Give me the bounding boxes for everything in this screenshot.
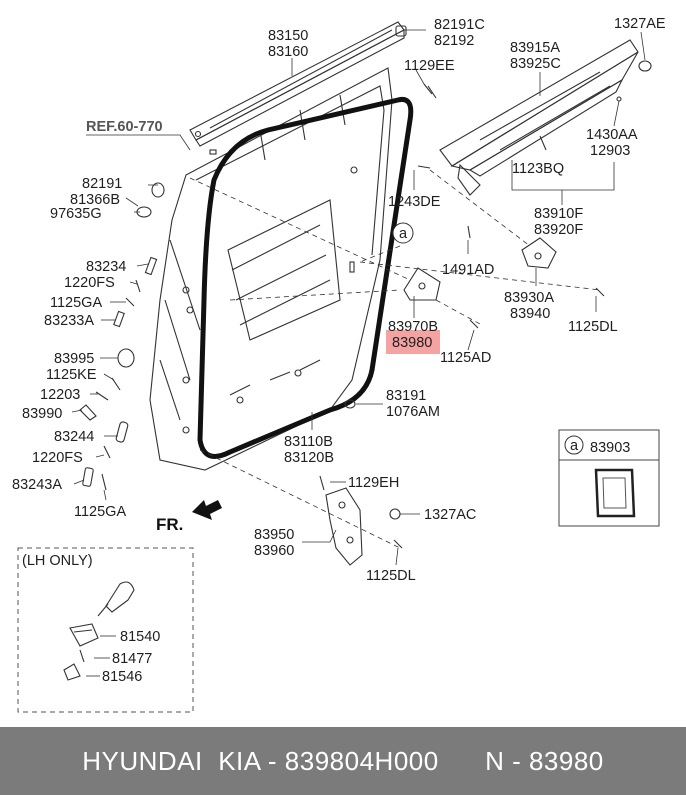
label-83960: 83960 [254, 543, 294, 559]
label-83903: 83903 [590, 440, 630, 456]
label-83990: 83990 [22, 406, 62, 422]
label-83920f: 83920F [534, 222, 583, 238]
hardware-group [79, 25, 605, 549]
label-83950: 83950 [254, 527, 294, 543]
door-panel [149, 67, 393, 471]
label-83925c: 83925C [510, 56, 561, 72]
bolt-icon-4 [469, 319, 479, 329]
plug-icon-2 [344, 399, 356, 409]
label-1327ac: 1327AC [424, 507, 476, 523]
label-82192: 82192 [434, 33, 474, 49]
label-1129ee: 1129EE [404, 58, 455, 74]
screw-icon-8 [319, 475, 325, 491]
label-83234: 83234 [86, 259, 126, 275]
footer-ref: N - 83980 [485, 745, 604, 776]
label-81540: 81540 [120, 629, 160, 645]
ref-label: REF.60-770 [86, 119, 163, 135]
label-83940: 83940 [510, 306, 550, 322]
stopper-icon [113, 310, 125, 328]
screw-icon-2 [125, 297, 135, 307]
label-82191: 82191 [82, 176, 122, 192]
label-83930a: 83930A [504, 290, 554, 306]
label-1220fs-2: 1220FS [32, 450, 83, 466]
bumper-icon [144, 256, 158, 276]
label-83120b: 83120B [284, 450, 334, 466]
label-83150: 83150 [268, 28, 308, 44]
dashed-lines [189, 169, 601, 549]
highlight-box [386, 330, 440, 354]
bolt-icon-3 [595, 287, 605, 297]
label-1243de: 1243DE [388, 194, 441, 210]
label-83244: 83244 [54, 429, 94, 445]
inset-a-box [558, 429, 660, 527]
footer-brand: HYUNDAI KIA - 839804H000 [82, 745, 439, 776]
screw-icon-5 [101, 473, 107, 491]
front-label: FR. [156, 515, 183, 534]
label-1125ga-2: 1125GA [74, 504, 126, 520]
stopper-icon-2 [82, 467, 94, 487]
screw-icon-6 [417, 165, 431, 169]
rear-hinge-part [521, 237, 557, 269]
label-83980: 83980 [392, 335, 432, 351]
clip-icon [395, 25, 407, 37]
grommet-icon [117, 348, 135, 368]
screw-icon-7 [539, 135, 547, 151]
lower-hinge-part [325, 487, 363, 566]
label-83910f: 83910F [534, 206, 583, 222]
label-1076am: 1076AM [386, 404, 440, 420]
striker-icon [79, 404, 97, 421]
center-hinge-part [403, 267, 441, 301]
door-seal-part [197, 96, 414, 459]
cap-icon [151, 182, 165, 198]
label-1430aa: 1430AA [586, 127, 638, 143]
label-83243a: 83243A [12, 477, 62, 493]
label-81366b: 81366B [70, 192, 120, 208]
inset-a-label: a [570, 438, 579, 454]
label-1125ad: 1125AD [440, 350, 491, 366]
label-1491ad: 1491AD [442, 262, 494, 278]
label-1327ae: 1327AE [614, 16, 666, 32]
label-1125dl: 1125DL [568, 319, 618, 335]
label-1125dl-2: 1125DL [366, 568, 416, 584]
leader-lines [71, 29, 646, 566]
front-arrow-icon [192, 500, 222, 520]
label-1129eh: 1129EH [348, 475, 399, 491]
label-1220fs: 1220FS [64, 275, 115, 291]
label-83191: 83191 [386, 388, 426, 404]
label-12203: 12203 [40, 387, 80, 403]
callout-a-circle [392, 222, 414, 244]
side-rail-part [439, 39, 652, 196]
label-83160: 83160 [268, 44, 308, 60]
parts-diagram: FR. a a 83903 (LH ONLY) 81540 81477 8154… [12, 16, 666, 713]
screw-icon [135, 279, 141, 293]
bolt-icon-2 [95, 391, 109, 401]
callout-a-label: a [399, 226, 408, 242]
label-81477: 81477 [112, 651, 152, 667]
lh-only-label: (LH ONLY) [22, 553, 93, 569]
screw-icon-4 [103, 445, 111, 459]
label-1123bq: 1123BQ [512, 161, 564, 177]
bolt-icon [423, 83, 437, 99]
label-97635g: 97635G [50, 206, 102, 222]
label-83970b: 83970B [388, 319, 438, 335]
lh-only-box [17, 547, 194, 713]
nut-icon [467, 225, 471, 239]
footer-bar: HYUNDAI KIA - 839804H000 N - 83980 [0, 727, 686, 795]
guide-icon [115, 421, 129, 443]
label-83995: 83995 [54, 351, 94, 367]
nut-icon-2 [389, 508, 401, 520]
label-82191c: 82191C [434, 17, 485, 33]
label-83110b: 83110B [284, 434, 333, 450]
label-83233a: 83233A [44, 313, 94, 329]
bolt-icon-5 [393, 539, 403, 549]
label-12903: 12903 [590, 143, 630, 159]
label-1125ke: 1125KE [46, 367, 97, 383]
label-83915a: 83915A [510, 40, 560, 56]
rail-bumper-icon [638, 60, 652, 72]
label-81546: 81546 [102, 669, 142, 685]
footer-spacer [439, 746, 485, 777]
label-1125ga: 1125GA [50, 295, 102, 311]
